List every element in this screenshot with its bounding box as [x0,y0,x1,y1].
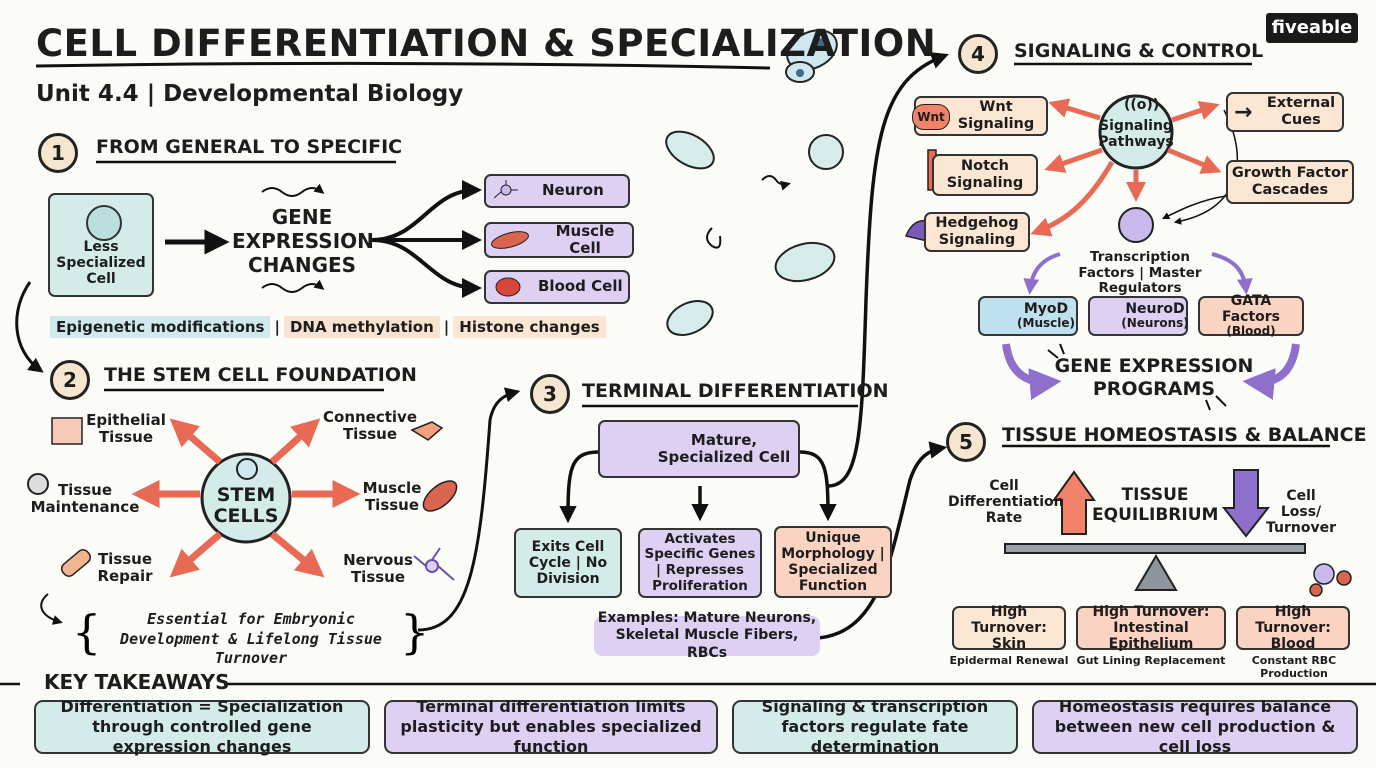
wnt-tag: Wnt [912,104,950,130]
mature-cell-label: Mature, Specialized Cell [657,430,791,466]
external-cues-label: External Cues [1266,95,1336,128]
takeaway-4: Homeostasis requires balance between new… [1032,697,1358,756]
arrow-right-icon: → [1234,100,1253,125]
outcome-neuron: Neuron [484,174,630,208]
mechanisms-bar: Epigenetic modifications | DNA methylati… [50,314,606,340]
caption-rbc-production: Constant RBC Production [1251,654,1337,680]
stem-cells-label: STEM CELLS [213,484,279,527]
muscle-cell-icon [490,230,530,250]
takeaway-3: Signaling & transcription factors regula… [732,697,1018,756]
differentiation-rate-label: Cell Differentiation Rate [948,478,1064,527]
factor-myod-sub: (Muscle) [1017,316,1075,331]
section5-number: 5 [946,422,986,462]
outcome-blood-label: Blood Cell [538,277,623,296]
outcome-neuron-label: Neuron [542,181,604,200]
factor-myod: MyoD (Muscle) [978,296,1078,336]
balance-beam [1004,543,1306,554]
turnover-intestinal: High Turnover: Intestinal Epithelium [1076,604,1226,652]
svg-text:}: } [400,605,429,659]
page-title: CELL DIFFERENTIATION & SPECIALIZATION [36,22,937,65]
branch-nervous: Nervous Tissue [343,551,413,587]
takeaways-heading: KEY TAKEAWAYS [44,670,230,694]
outcome-muscle-label: Muscle Cell [555,221,615,257]
pathway-external-cues: External Cues [1226,92,1344,132]
gene-expression-programs: GENE EXPRESSION PROGRAMS [1054,355,1254,400]
pathway-hedgehog: Hedgehog Signaling [924,212,1030,252]
branch-epithelial: Epithelial Tissue [86,411,166,447]
takeaway-1: Differentiation = Specialization through… [34,697,370,756]
cell-loss-label: Cell Loss/ Turnover [1266,488,1336,537]
factor-neurod-name: NeuroD [1125,301,1185,318]
neuron-icon [493,180,518,200]
cell-nucleus-icon [86,205,122,241]
feature-unique-morphology: Unique Morphology | Specialized Function [774,526,892,598]
mechanism-dna-methylation: DNA methylation [283,316,440,338]
down-arrow-icon [1221,469,1271,538]
gear-icon [27,473,49,495]
fiveable-logo: fiveable [1266,13,1358,43]
pathway-growth-factor: Growth Factor Cascades [1226,160,1354,204]
section3-heading: TERMINAL DIFFERENTIATION [582,380,889,402]
stem-cell-note: Essential for Embryonic Development & Li… [120,610,382,667]
signal-wave-icon: ((o)) [1124,97,1160,113]
gene-expression-changes: GENE EXPRESSION CHANGES [232,205,374,277]
epithelial-icon [51,417,83,445]
up-arrow-icon [1052,470,1096,535]
factor-neurod-sub: (Neurons) [1121,316,1189,331]
blood-cell-icon [494,276,522,298]
signaling-pathways-hub: Signaling Pathways [1098,118,1174,151]
page-subtitle: Unit 4.4 | Developmental Biology [36,81,464,107]
branch-connective: Connective Tissue [323,408,417,444]
turnover-skin: High Turnover: Skin [952,604,1066,652]
pathway-wnt-label: Wnt Signaling [957,99,1035,132]
section3-number: 3 [530,374,570,414]
outcome-blood-cell: Blood Cell [484,270,630,304]
section2-heading: THE STEM CELL FOUNDATION [104,364,417,386]
mechanism-epigenetic: Epigenetic modifications [50,316,271,338]
section1-heading: FROM GENERAL TO SPECIFIC [96,136,403,158]
section1-number: 1 [38,133,78,173]
less-specialized-label: Less Specialized Cell [56,238,146,288]
mechanism-histone: Histone changes [453,316,606,338]
factor-myod-name: MyoD [1023,301,1069,318]
branch-muscle: Muscle Tissue [362,479,422,515]
section5-heading: TISSUE HOMEOSTASIS & BALANCE [1002,424,1367,446]
svg-text:{: { [72,605,101,659]
factor-gata-name: GATA Factors [1221,293,1281,326]
pathway-notch: Notch Signaling [932,154,1038,196]
title-underline [35,61,771,70]
mechanism-separator: | [274,318,280,336]
muscle-icon [422,480,458,512]
factor-gata-sub: (Blood) [1226,324,1276,339]
dying-cells-icon [1309,563,1352,597]
feature-exits-cell-cycle: Exits Cell Cycle | No Division [514,528,622,598]
takeaway-2: Terminal differentiation limits plastici… [384,697,718,756]
cell-icon [1118,207,1154,243]
factor-gata: GATA Factors (Blood) [1198,293,1304,339]
branch-tissue-maintenance: Tissue Maintenance [30,481,140,517]
balance-fulcrum [1134,554,1178,591]
mitochondria-doodle-icon [665,130,844,336]
caption-gut-lining: Gut Lining Replacement [1076,654,1226,667]
less-specialized-cell: Less Specialized Cell [48,193,154,297]
factor-neurod: NeuroD (Neurons) [1088,296,1189,336]
caption-epidermal: Epidermal Renewal [949,654,1069,667]
terminal-examples: Examples: Mature Neurons, Skeletal Muscl… [594,610,820,661]
mature-cell-box: Mature, Specialized Cell [598,420,800,478]
connective-icon [410,421,444,441]
turnover-blood: High Turnover: Blood [1236,604,1350,652]
tissue-equilibrium-label: TISSUE EQUILIBRIUM [1092,485,1219,525]
feature-activates-genes: Activates Specific Genes | Represses Pro… [638,528,762,598]
stem-cell-doodle-icon [785,29,838,83]
bandage-icon [60,549,92,577]
section4-number: 4 [958,34,998,74]
branch-tissue-repair: Tissue Repair [97,550,153,586]
mechanism-separator: | [443,318,450,336]
section4-heading: SIGNALING & CONTROL [1014,40,1264,62]
nerve-icon [413,547,455,581]
section2-number: 2 [50,360,90,400]
tf-master-regulators: Transcription Factors | Master Regulator… [1078,249,1202,297]
